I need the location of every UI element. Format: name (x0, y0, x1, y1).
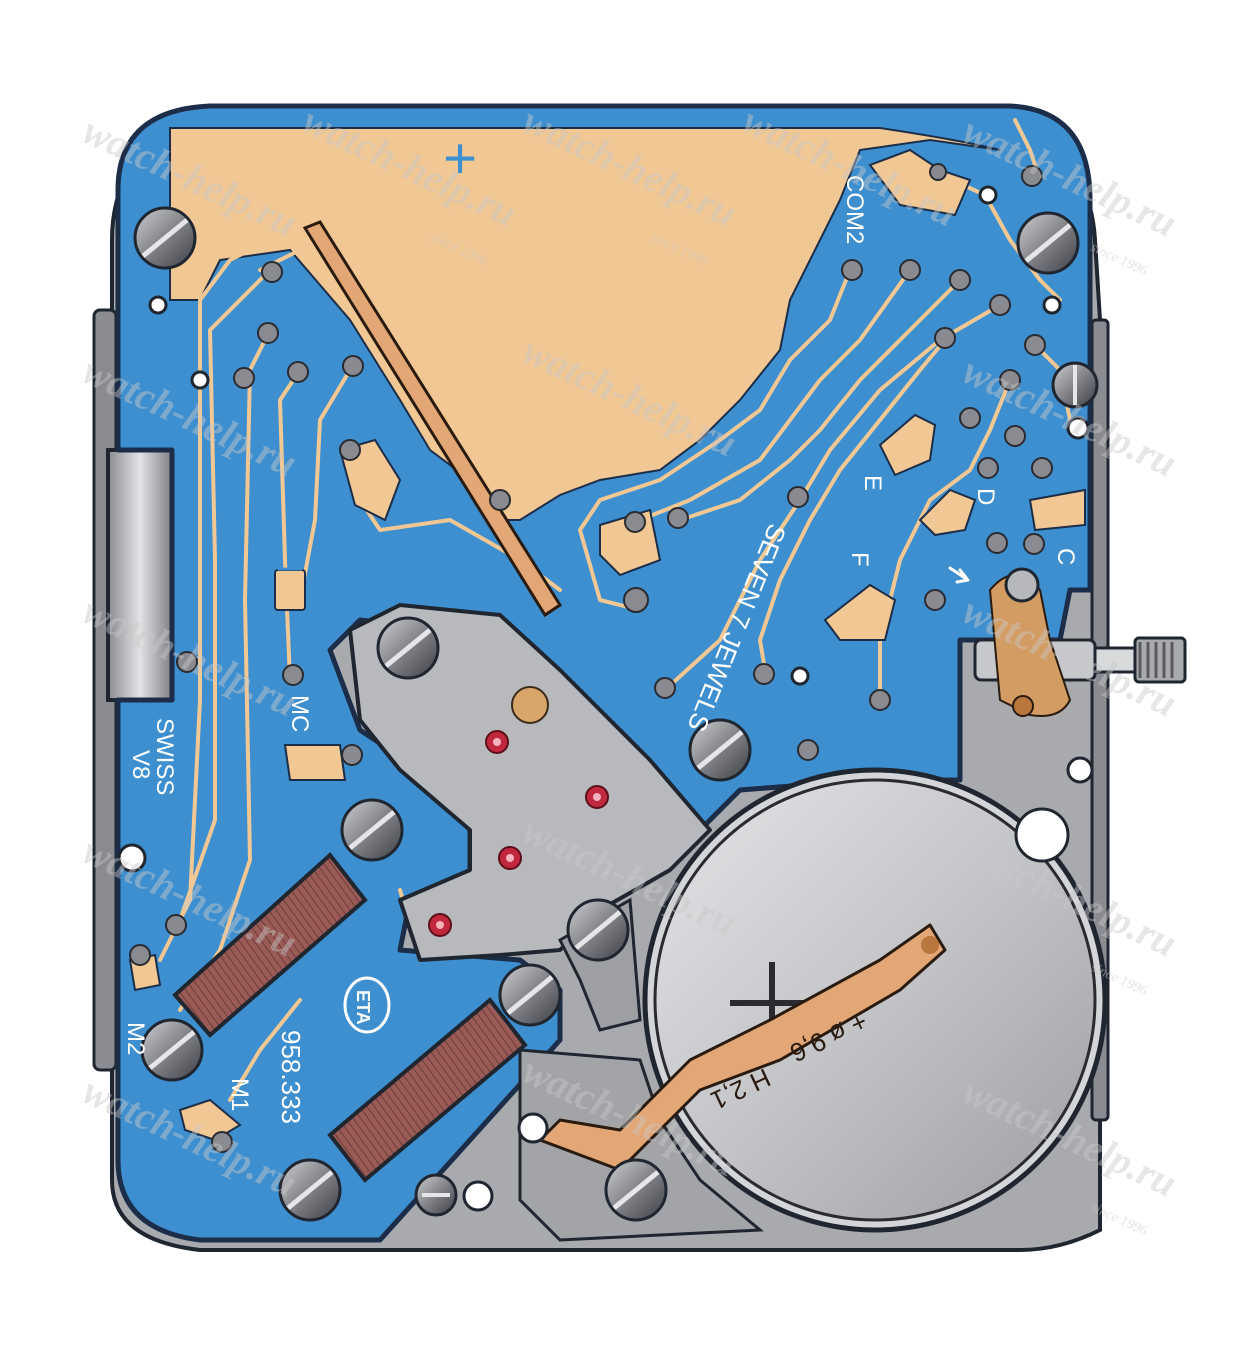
hole (978, 185, 998, 205)
c-label: C (1052, 548, 1079, 565)
pad-e (878, 413, 937, 477)
hole (1014, 807, 1070, 863)
screw (414, 1173, 458, 1217)
pad-mc (283, 744, 347, 781)
coil-m1 (327, 997, 528, 1183)
coil-m2 (172, 852, 368, 1038)
eta-logo (343, 976, 391, 1034)
screw (688, 718, 752, 782)
screw (133, 206, 197, 270)
battery-strap (538, 923, 947, 1172)
screw (1051, 361, 1099, 409)
pad-d (918, 488, 977, 537)
screw (376, 616, 440, 680)
m2-label: M2 (122, 1022, 149, 1055)
strap-hole (921, 936, 939, 954)
hole (1042, 295, 1062, 315)
pad-minus (274, 569, 306, 611)
mc-label: MC (286, 695, 313, 732)
copper-pads (128, 148, 1086, 1142)
screw (1016, 211, 1080, 275)
pad-f (823, 583, 897, 641)
plate-holes (117, 185, 1094, 1212)
plus-contact-label: + (443, 126, 477, 191)
e-label: E (859, 475, 886, 491)
contact-spring (302, 220, 563, 618)
screw (140, 1018, 204, 1082)
d-label: D (972, 488, 999, 505)
eta-logo-text: ETA (353, 990, 373, 1025)
hole (462, 1180, 494, 1212)
hole (117, 843, 147, 873)
swiss-label: SWISS (151, 718, 178, 795)
screw (604, 1158, 668, 1222)
pad-c (1028, 488, 1086, 532)
solder-points (129, 163, 1053, 1153)
hole (190, 370, 210, 390)
positive-copper-area (169, 127, 1001, 521)
pad-left-mid (338, 438, 402, 522)
v8-label: V8 (127, 750, 154, 779)
hole (517, 1112, 549, 1144)
screws (133, 206, 1099, 1222)
hole (1066, 416, 1090, 440)
m1-label: M1 (226, 1078, 253, 1111)
arrow-icon (948, 566, 970, 584)
crown-stem (973, 567, 1187, 717)
screw (340, 798, 404, 862)
screw (566, 898, 630, 962)
hole (1066, 756, 1094, 784)
wheel-hint (511, 686, 549, 724)
com2-label: COM2 (841, 175, 868, 244)
jewels (428, 730, 609, 937)
screw (498, 963, 562, 1027)
pad-com2-area (868, 148, 972, 217)
f-label: F (846, 552, 873, 567)
screw (278, 1158, 342, 1222)
right-frame-edge (1090, 318, 1110, 1122)
hole (790, 666, 810, 686)
calibre-label: 958.333 (276, 1030, 306, 1124)
minus-contact-label: – (278, 541, 303, 590)
hole (148, 295, 168, 315)
